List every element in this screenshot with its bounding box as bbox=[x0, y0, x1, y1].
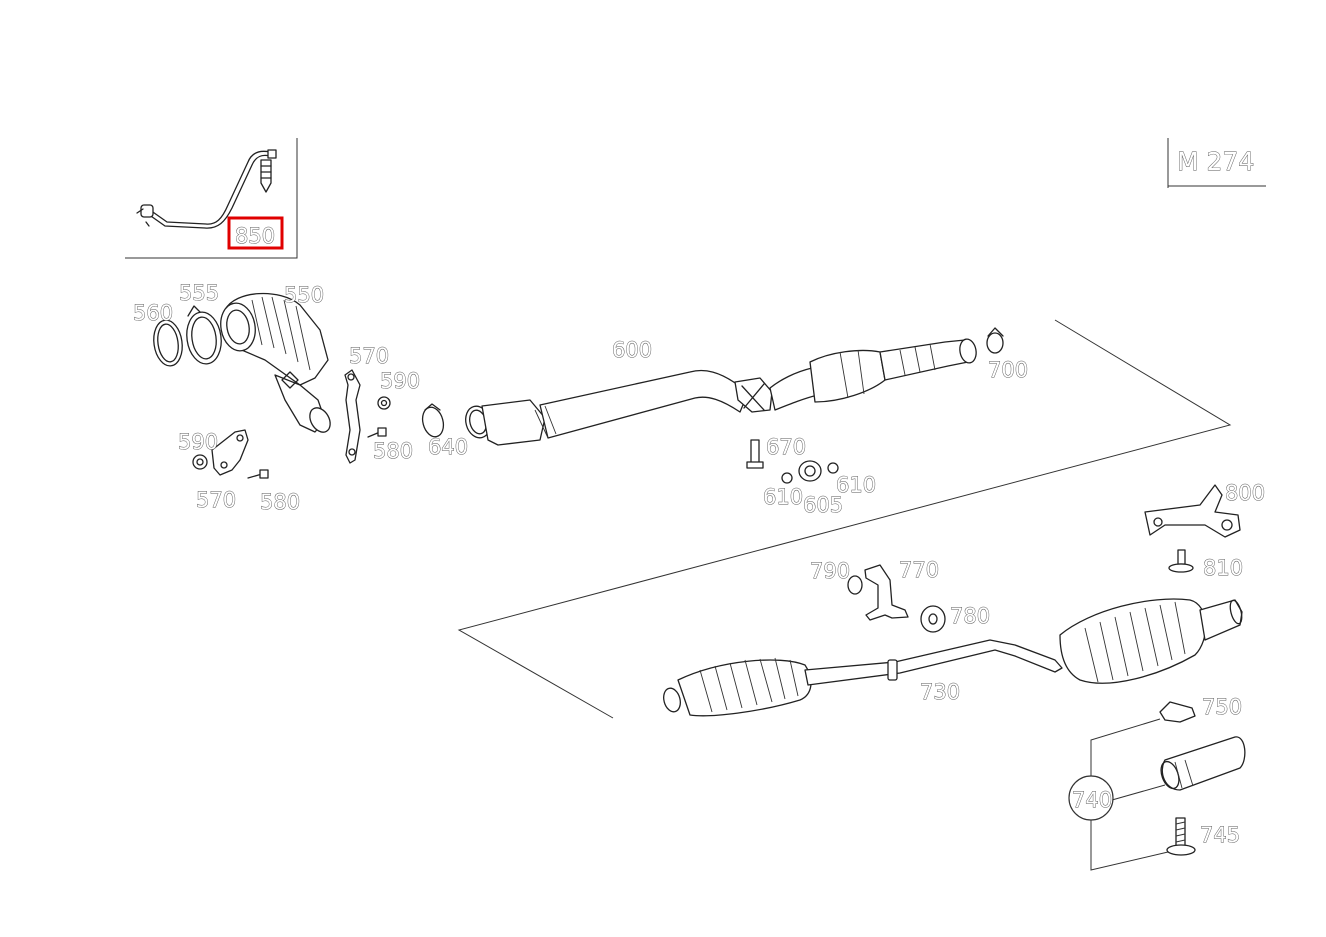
screw-745 bbox=[1166, 817, 1196, 856]
callout-670[interactable]: 670 bbox=[766, 435, 807, 460]
bolt-580-lower bbox=[247, 469, 269, 479]
group-outline-upper bbox=[457, 319, 1232, 719]
catalytic-converter-550 bbox=[220, 292, 331, 433]
clip-750 bbox=[1159, 701, 1196, 723]
inset-oxygen-sensor bbox=[125, 138, 298, 259]
callout-570-upper[interactable]: 570 bbox=[349, 344, 390, 369]
callout-745[interactable]: 745 bbox=[1200, 823, 1241, 848]
bracket-570-upper bbox=[344, 369, 361, 464]
nut-590-upper bbox=[377, 396, 391, 410]
callout-580-lower[interactable]: 580 bbox=[260, 490, 301, 515]
callout-555[interactable]: 555 bbox=[179, 281, 220, 306]
callout-550[interactable]: 550 bbox=[284, 283, 325, 308]
callout-730[interactable]: 730 bbox=[920, 680, 961, 705]
callout-640[interactable]: 640 bbox=[428, 435, 469, 460]
nut-590-lower bbox=[192, 454, 208, 470]
bushing-790 bbox=[847, 575, 863, 595]
callout-700[interactable]: 700 bbox=[988, 358, 1029, 383]
intermediate-pipe-730 bbox=[663, 598, 1243, 717]
clamp-640 bbox=[421, 403, 445, 438]
bolt-580-upper bbox=[367, 427, 387, 438]
highlight-box-850 bbox=[227, 216, 284, 250]
callout-570-lower[interactable]: 570 bbox=[196, 488, 237, 513]
washer-610-right bbox=[827, 462, 839, 474]
callout-circle-740 bbox=[1068, 775, 1114, 821]
callout-580-upper[interactable]: 580 bbox=[373, 439, 414, 464]
bracket-570-lower bbox=[211, 429, 249, 476]
callout-590-upper[interactable]: 590 bbox=[380, 369, 421, 394]
callout-590-lower[interactable]: 590 bbox=[178, 430, 219, 455]
bolt-810 bbox=[1168, 549, 1194, 573]
callout-790[interactable]: 790 bbox=[810, 559, 851, 584]
clamp-700 bbox=[986, 327, 1004, 354]
callout-560[interactable]: 560 bbox=[133, 301, 174, 326]
callout-610-right[interactable]: 610 bbox=[836, 473, 877, 498]
front-pipe-600 bbox=[465, 338, 977, 446]
rubber-hanger-780 bbox=[920, 605, 946, 633]
callout-850[interactable]: 850 bbox=[235, 224, 276, 249]
bolt-670 bbox=[746, 439, 764, 469]
callout-800[interactable]: 800 bbox=[1225, 481, 1266, 506]
callout-780[interactable]: 780 bbox=[950, 604, 991, 629]
callout-770[interactable]: 770 bbox=[899, 558, 940, 583]
callout-600[interactable]: 600 bbox=[612, 338, 653, 363]
rubber-mount-605 bbox=[798, 460, 822, 482]
callout-605[interactable]: 605 bbox=[803, 493, 844, 518]
clamp-555 bbox=[186, 305, 222, 365]
bracket-770 bbox=[864, 564, 909, 621]
callout-810[interactable]: 810 bbox=[1203, 556, 1244, 581]
tail-pipe-740 bbox=[1160, 736, 1246, 791]
engine-code: M 274 bbox=[1177, 147, 1254, 176]
washer-610-left bbox=[781, 472, 793, 484]
callout-750[interactable]: 750 bbox=[1202, 695, 1243, 720]
callout-610-left[interactable]: 610 bbox=[763, 485, 804, 510]
callout-740[interactable]: 740 bbox=[1072, 788, 1113, 813]
hanger-800 bbox=[1144, 484, 1241, 538]
gasket-560 bbox=[153, 319, 183, 367]
engine-code-box bbox=[1167, 138, 1266, 188]
